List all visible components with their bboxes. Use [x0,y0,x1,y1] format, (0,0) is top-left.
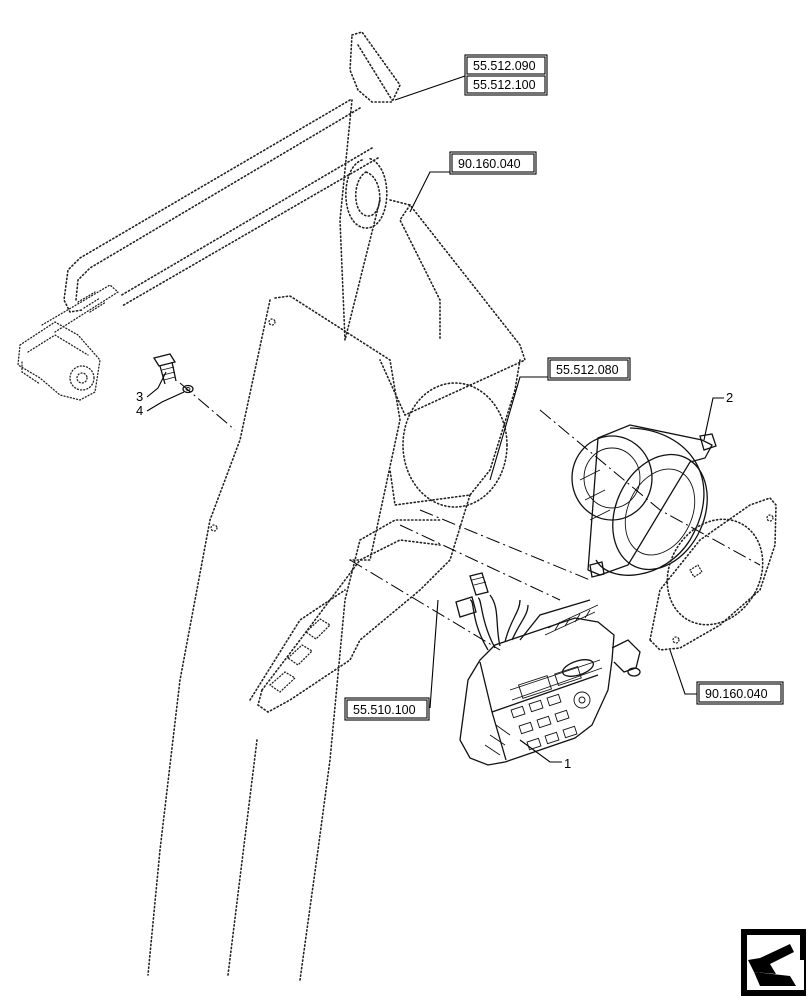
ref-box-duct[interactable]: 90.160.040 [449,151,537,175]
callout-item-3: 3 [136,389,143,404]
ref-group-top[interactable]: 55.512.090 55.512.100 [464,54,548,96]
ref-label-55-512-100[interactable]: 55.512.100 [473,78,536,92]
ref-label-55-512-080[interactable]: 55.512.080 [556,363,619,377]
radio-axis-line-2 [399,524,561,601]
radio-axis-line-3 [419,509,591,581]
radio-part [455,572,641,766]
screw-part [152,353,177,385]
speaker-axis-line [539,409,761,566]
cab-pillar [63,31,526,981]
speaker-part [571,424,717,578]
leader-lines [146,75,724,763]
ref-label-90-160-040-plate[interactable]: 90.160.040 [705,687,768,701]
back-arrow-icon[interactable] [741,929,806,996]
screw-axis-line [179,382,236,431]
callout-item-1: 1 [564,756,571,771]
ref-box-speaker-mount[interactable]: 55.512.080 [547,357,631,381]
speaker-plate [649,497,777,651]
ref-box-harness[interactable]: 55.510.100 [344,697,430,721]
ref-box-speaker-plate[interactable]: 90.160.040 [696,681,784,705]
ref-label-55-510-100[interactable]: 55.510.100 [353,703,416,717]
callout-item-2: 2 [726,390,733,405]
washer-part [182,384,194,394]
callout-item-4: 4 [136,403,143,418]
ref-label-90-160-040-duct[interactable]: 90.160.040 [458,157,521,171]
rod-assembly [17,284,120,401]
radio-axis-line-1 [349,559,501,651]
ref-label-55-512-090[interactable]: 55.512.090 [473,59,536,73]
